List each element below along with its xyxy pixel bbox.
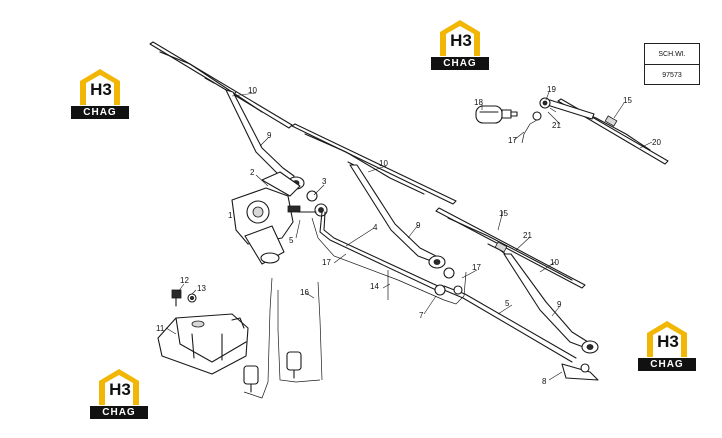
watermark-logo: H3 CHAG	[71, 68, 129, 120]
watermark-logo: H3 CHAG	[638, 320, 696, 372]
callout-17: 17	[322, 258, 331, 267]
callout-4: 4	[373, 223, 378, 232]
wiper-arm-right	[503, 253, 599, 354]
linkage-rods	[319, 211, 599, 381]
washer-hose-small	[521, 119, 538, 144]
callout-2: 2	[250, 168, 255, 177]
callout-20: 20	[652, 138, 661, 147]
callout-9: 9	[416, 221, 421, 230]
callout-21: 21	[523, 231, 532, 240]
washer-pumps	[243, 351, 302, 393]
wiper-arm-middle	[349, 164, 455, 279]
washer-hoses	[243, 217, 467, 399]
callout-11: 11	[156, 324, 165, 333]
wiper-blade-middle	[291, 123, 457, 205]
house-logo-icon	[647, 321, 687, 357]
callout-17: 17	[472, 263, 481, 272]
callout-16: 16	[300, 288, 309, 297]
house-logo-icon	[440, 20, 480, 56]
bolt-and-nut	[171, 289, 197, 307]
wiper-blade-left	[149, 41, 293, 129]
house-logo-icon	[80, 69, 120, 105]
reference-code: SCH.WI.	[658, 50, 686, 58]
logo-word: CHAG	[71, 106, 129, 119]
callout-5: 5	[505, 299, 510, 308]
callout-14: 14	[370, 282, 379, 291]
logo-letters: H3	[657, 332, 679, 351]
crank-spindle	[261, 171, 328, 217]
logo-word: CHAG	[431, 57, 489, 70]
callout-10: 10	[248, 86, 257, 95]
small-wiper-motor	[475, 105, 518, 124]
callout-9: 9	[557, 300, 562, 309]
callout-17: 17	[508, 136, 517, 145]
callout-10: 10	[550, 258, 559, 267]
wiper-arm-left	[225, 89, 305, 190]
reference-box: SCH.WI. 97573	[644, 43, 700, 85]
logo-letters: H3	[450, 31, 472, 50]
watermark-logo: H3 CHAG	[90, 368, 148, 420]
callout-15: 15	[499, 209, 508, 218]
callout-3: 3	[322, 177, 327, 186]
wiper-blade-right	[435, 207, 586, 289]
callout-9: 9	[267, 131, 272, 140]
callout-13: 13	[197, 284, 206, 293]
callout-labels: 10 9 2 3 1 5 4 17 10 9 14 17 7 15 21 10 …	[156, 85, 661, 386]
logo-letters: H3	[109, 380, 131, 399]
logo-letters: H3	[90, 80, 112, 99]
callout-10: 10	[379, 159, 388, 168]
callout-18: 18	[474, 98, 483, 107]
callout-1: 1	[228, 211, 233, 220]
washer-reservoir	[157, 313, 249, 375]
callout-7: 7	[419, 311, 424, 320]
reference-number: 97573	[645, 64, 699, 85]
callout-19: 19	[547, 85, 556, 94]
logo-word: CHAG	[90, 406, 148, 419]
wiper-arm-small	[532, 97, 595, 121]
logo-word: CHAG	[638, 358, 696, 371]
callout-5: 5	[289, 236, 294, 245]
callout-21: 21	[552, 121, 561, 130]
callout-12: 12	[180, 276, 189, 285]
house-logo-icon	[99, 369, 139, 405]
wiper-motor	[231, 187, 301, 265]
leader-lines	[165, 91, 653, 381]
callout-8: 8	[542, 377, 547, 386]
callout-15: 15	[623, 96, 632, 105]
watermark-logo: H3 CHAG	[431, 19, 489, 71]
